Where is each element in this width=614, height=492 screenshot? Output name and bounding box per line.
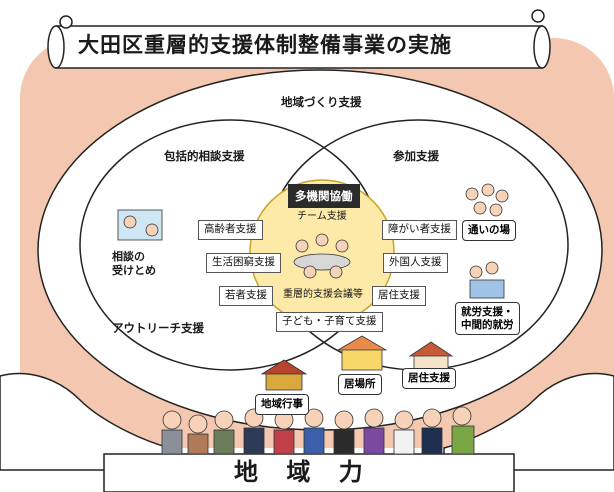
child-support-box: 子ども・子育て支援 bbox=[276, 312, 383, 332]
foreigner-support-box: 外国人支援 bbox=[383, 253, 448, 273]
page-title: 大田区重層的支援体制整備事業の実施 bbox=[78, 33, 452, 57]
footer-bar bbox=[103, 453, 515, 492]
meeting-label: 重層的支援会議等 bbox=[283, 289, 363, 300]
kayoi-illustration bbox=[465, 183, 509, 217]
outreach-label: アウトリーチ支援 bbox=[112, 321, 204, 335]
right-hand bbox=[443, 372, 614, 471]
disability-support-box: 障がい者支援 bbox=[382, 220, 457, 240]
team-support-label: チーム支援 bbox=[297, 211, 347, 222]
kayoi-label: 通いの場 bbox=[462, 220, 516, 241]
consult-label-line2: 受けとめ bbox=[112, 263, 156, 277]
consult-desk-illustration bbox=[117, 209, 163, 241]
work-label-line1: 就労支援・ bbox=[461, 306, 514, 318]
work-illustration bbox=[469, 261, 505, 299]
center-header: 多機関協働 bbox=[288, 184, 360, 208]
kyoju-label: 居住支援 bbox=[402, 368, 456, 389]
consult-label-line1: 相談の bbox=[112, 250, 145, 263]
right-circle-label: 参加支援 bbox=[393, 149, 439, 163]
footer-label: 地 域 力 bbox=[234, 458, 373, 486]
chiiki-event-label: 地域行事 bbox=[255, 394, 309, 415]
consult-label: 相談の 受けとめ bbox=[112, 250, 156, 278]
team-meeting-illustration bbox=[293, 233, 351, 279]
title-scroll bbox=[47, 9, 551, 69]
region-label: 地域づくり支援 bbox=[281, 95, 362, 109]
left-circle-label: 包括的相談支援 bbox=[164, 149, 245, 163]
festival-illustration bbox=[260, 359, 308, 391]
ibasho-label: 居場所 bbox=[338, 374, 382, 395]
crowd-illustration bbox=[161, 406, 475, 455]
work-label: 就労支援・ 中間的就労 bbox=[455, 302, 520, 336]
work-label-line2: 中間的就労 bbox=[461, 318, 514, 331]
youth-support-box: 若者支援 bbox=[219, 286, 273, 306]
poverty-support-box: 生活困窮支援 bbox=[206, 253, 281, 273]
ibasho-illustration bbox=[336, 335, 388, 371]
housing-support-box: 居住支援 bbox=[372, 286, 426, 306]
elderly-support-box: 高齢者支援 bbox=[198, 220, 263, 240]
